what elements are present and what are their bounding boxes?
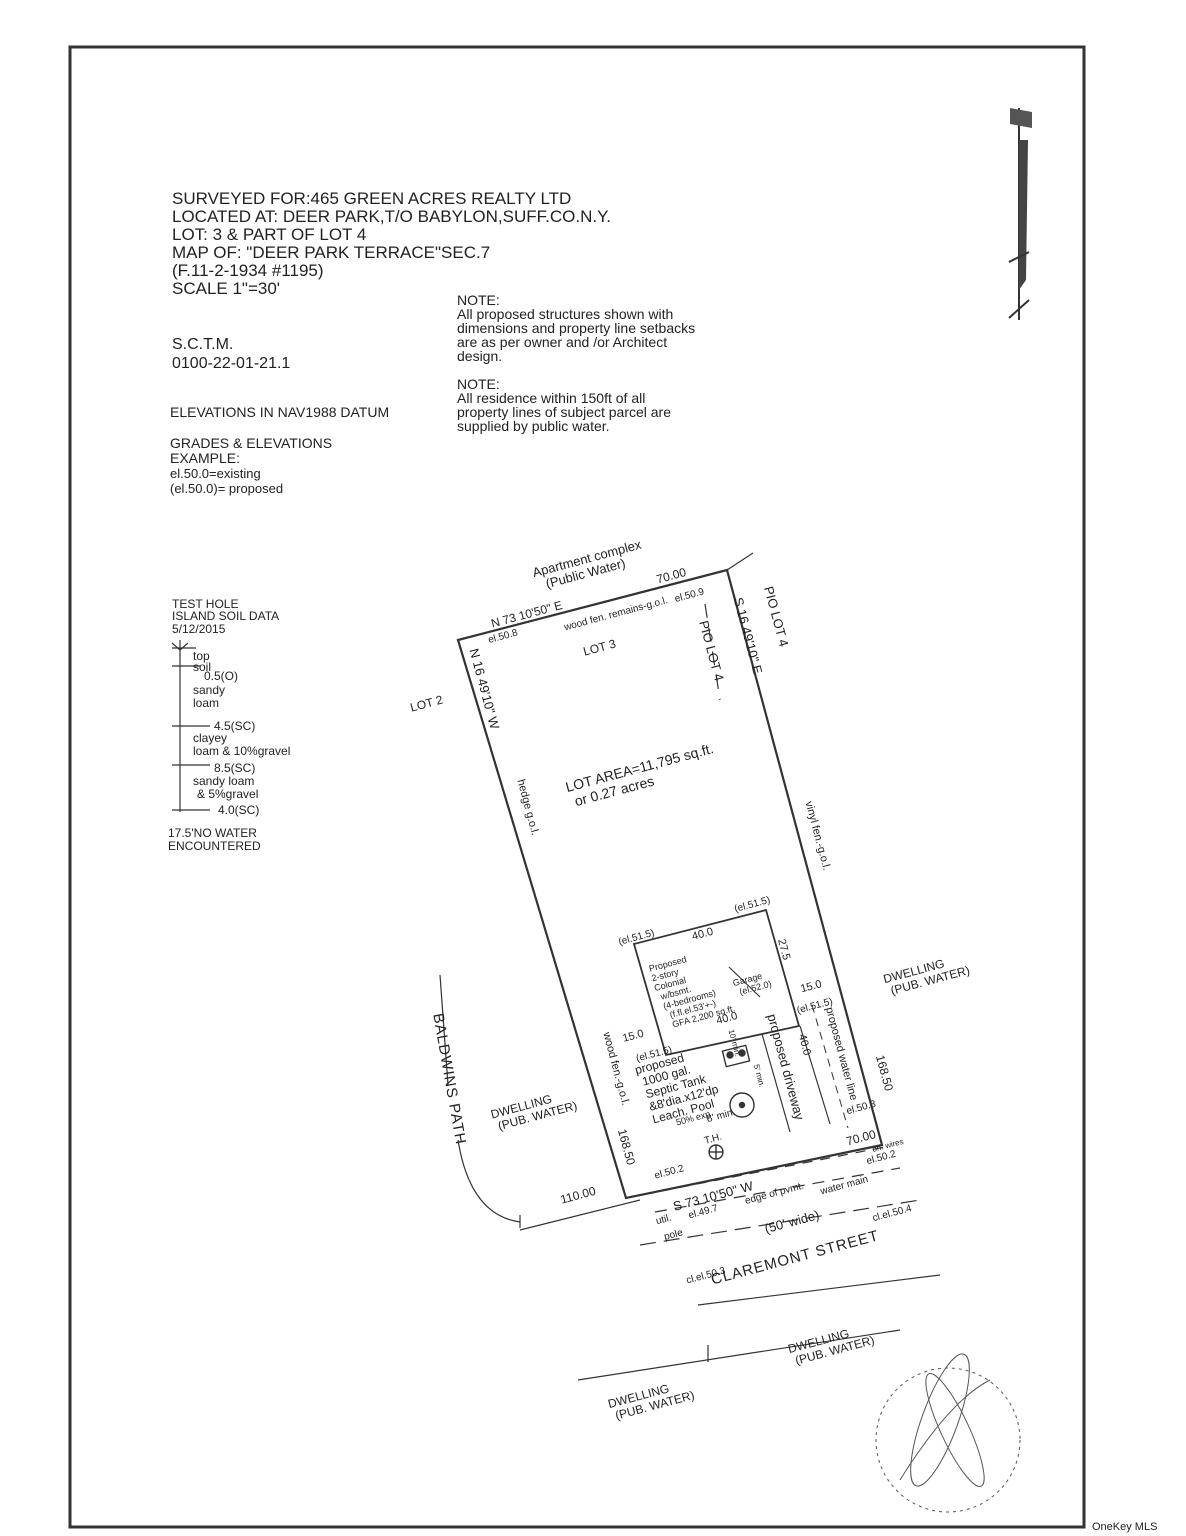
test-hole-subtitle: ISLAND SOIL DATA — [172, 609, 279, 623]
note1-line: are as per owner and /or Architect — [457, 334, 668, 350]
sctm-label: S.C.T.M. — [172, 336, 234, 353]
grades-proposed: (el.50.0)= proposed — [170, 481, 284, 496]
test-hole-column — [171, 640, 210, 812]
lot-boundary — [456, 568, 884, 1200]
soil-depth-label: 8.5(SC) — [214, 761, 255, 775]
grades-example: EXAMPLE: — [170, 450, 241, 466]
note1-line: All proposed structures shown with — [457, 306, 674, 322]
test-hole-labels: TEST HOLE ISLAND SOIL DATA 5/12/2015 top… — [168, 597, 290, 853]
lot2-label: LOT 2 — [409, 692, 445, 714]
east-boundary-extension — [726, 552, 754, 571]
map-of: MAP OF: "DEER PARK TERRACE"SEC.7 — [172, 243, 491, 262]
house-width: 40.0 — [691, 926, 715, 943]
soil-layer-label: sandy loam — [193, 774, 254, 788]
sctm-number: 0100-22-01-21.1 — [172, 355, 291, 372]
soil-depth-label: 0.5(O) — [204, 669, 238, 683]
water-note: ENCOUNTERED — [168, 839, 261, 853]
pio-lot4-inner: PIO LOT 4 — [696, 619, 727, 683]
datum: ELEVATIONS IN NAV1988 DATUM — [170, 404, 390, 420]
watermark: OneKey MLS — [1092, 1521, 1157, 1533]
driveway-dim: 40.0 — [796, 1033, 813, 1057]
hedge-label: hedge g.o.l. — [515, 778, 541, 837]
soil-layer-label: clayey — [193, 731, 227, 745]
elevation-se2: el.50.2 — [865, 1149, 897, 1168]
driveway — [761, 1025, 831, 1133]
elevation-sw: el.50.2 — [653, 1163, 685, 1182]
north-arrow-icon — [1008, 108, 1032, 320]
scale: SCALE 1"=30' — [172, 279, 281, 298]
street-lines — [519, 1145, 941, 1381]
house-depth: 27.5 — [775, 938, 792, 962]
note2-heading: NOTE: — [457, 376, 500, 392]
datum-block: ELEVATIONS IN NAV1988 DATUM GRADES & ELE… — [170, 404, 390, 497]
vinyl-fence-label: vinyl fen.-g.o.l. — [803, 800, 833, 872]
sctm-block: S.C.T.M. 0100-22-01-21.1 — [172, 335, 290, 373]
proposed-house — [632, 908, 801, 1057]
top-bearing: N 73 10'50" E — [489, 598, 563, 630]
title-block: SURVEYED FOR:465 GREEN ACRES REALTY LTD … — [172, 190, 611, 298]
lot-line: LOT: 3 & PART OF LOT 4 — [172, 225, 367, 244]
soil-depth-label: 4.5(SC) — [214, 719, 255, 733]
notes-block: NOTE: All proposed structures shown with… — [457, 293, 695, 433]
street-width: (50' wide) — [763, 1207, 821, 1236]
grades-heading: GRADES & ELEVATIONS — [170, 435, 333, 451]
street-name: CLAREMONT STREET — [709, 1227, 881, 1288]
septic-system — [708, 1044, 755, 1160]
filed-map: (F.11-2-1934 #1195) — [172, 261, 324, 280]
grades-existing: el.50.0=existing — [170, 466, 261, 481]
located-at: LOCATED AT: DEER PARK,T/O BABYLON,SUFF.C… — [172, 207, 611, 226]
left-dimension: 168.50 — [615, 1127, 638, 1166]
plan-labels: Apartment complex (Public Water) 70.00 N… — [409, 537, 972, 1423]
test-hole-marker: T.H. — [703, 1132, 723, 1147]
setback-east: 15.0 — [799, 978, 823, 995]
setback-west: 15.0 — [621, 1028, 645, 1045]
elevation-ne: el.50.9 — [674, 586, 706, 605]
note2-line: property lines of subject parcel are — [457, 404, 671, 420]
test-hole-title: TEST HOLE — [172, 597, 238, 611]
soil-layer-label: top — [193, 649, 210, 663]
utility-pole-label: pole — [663, 1227, 685, 1243]
baldwins-path-lines — [439, 974, 521, 1223]
water-line-label: proposed water line — [823, 1006, 859, 1102]
soil-layer-label: loam & 10%gravel — [193, 744, 290, 758]
distance-110: 110.00 — [559, 1184, 598, 1207]
lot3-label: LOT 3 — [582, 636, 618, 658]
water-note: 17.5'NO WATER — [168, 826, 257, 840]
top-fence: wood fen. remains-g.o.l. — [562, 595, 669, 634]
pio-lot4-line — [704, 603, 721, 701]
surveyor-seal — [875, 1353, 1021, 1513]
note1-line: dimensions and property line setbacks — [457, 320, 696, 336]
right-dimension: 168.50 — [873, 1053, 896, 1092]
top-dimension: 70.00 — [655, 565, 688, 586]
note1-line: design. — [457, 348, 503, 364]
house-bottom-dim: 40.0 — [715, 1010, 739, 1027]
note2-line: supplied by public water. — [457, 418, 610, 434]
utility-pole-label: util. — [655, 1213, 673, 1228]
soil-layer-label: sandy — [193, 683, 225, 697]
water-line — [811, 1004, 849, 1129]
test-hole-date: 5/12/2015 — [172, 622, 226, 636]
soil-depth-label: 4.0(SC) — [218, 803, 259, 817]
east-bearing: S 16 49'10" E — [731, 596, 766, 676]
soil-layer-label: soil — [193, 660, 211, 674]
pavement-label: edge of pvmt. — [744, 1181, 805, 1207]
pio-lot4-outer: PIO LOT 4 — [761, 585, 792, 649]
min-5: 5' min. — [752, 1063, 767, 1088]
elevation-house-nw: (el.51.5) — [617, 928, 655, 948]
baldwins-path-label: BALDWINS PATH — [429, 1012, 469, 1146]
surveyed-for: SURVEYED FOR:465 GREEN ACRES REALTY LTD — [172, 189, 572, 208]
sheet-border — [68, 45, 1086, 1529]
soil-layer-label: & 5%gravel — [197, 787, 258, 801]
note1-heading: NOTE: — [457, 292, 500, 308]
note2-line: All residence within 150ft of all — [457, 390, 646, 406]
soil-layer-label: loam — [193, 696, 219, 710]
